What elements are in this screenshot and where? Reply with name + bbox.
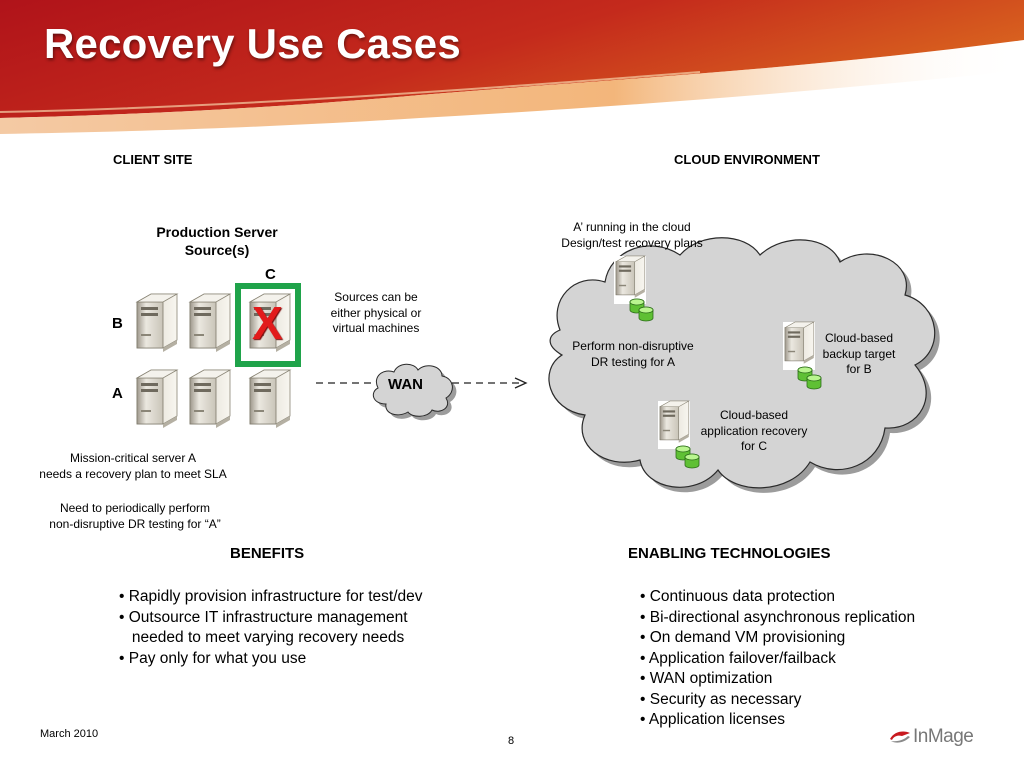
inmage-logo: InMage (888, 724, 984, 750)
mission-critical-note: Mission-critical server A needs a recove… (39, 451, 227, 481)
technology-item: • Continuous data protection (640, 588, 835, 605)
row-label-b: B (112, 315, 123, 332)
technology-item: • Bi-directional asynchronous replicatio… (640, 608, 916, 626)
technology-item: • WAN optimization (640, 670, 773, 687)
benefit-item: • Outsource IT infrastructure management (119, 608, 408, 626)
technology-item: • Security as necessary (640, 690, 802, 708)
enabling-technologies-heading: ENABLING TECHNOLOGIES (628, 545, 831, 562)
server-c-highlight-frame (235, 283, 301, 367)
server-a2-icon (189, 369, 231, 429)
page-title: Recovery Use Cases (44, 20, 461, 67)
client-site-heading: CLIENT SITE (113, 152, 193, 167)
cloud-server-a-prime-icon (614, 255, 653, 321)
row-label-a: A (112, 385, 123, 402)
server-b2-icon (189, 293, 231, 353)
backup-target-note: Cloud-based backup target for B (822, 331, 896, 376)
technology-item: • Application licenses (640, 711, 786, 728)
header-banner (0, 0, 1024, 134)
benefit-item: needed to meet varying recovery needs (119, 629, 405, 646)
server-a1-icon (136, 369, 178, 429)
cloud-server-backup-b-icon (783, 321, 821, 389)
technology-item: • On demand VM provisioning (640, 629, 846, 646)
server-b1-icon (136, 293, 178, 353)
sources-note: Sources can be either physical or virtua… (330, 290, 422, 335)
wan-label: WAN (388, 376, 423, 393)
arrow-head (514, 377, 528, 389)
page-number: 8 (508, 735, 515, 747)
dr-testing-note: Perform non-disruptive DR testing for A (572, 339, 694, 369)
logo-text: InMage (913, 726, 974, 747)
benefits-heading: BENEFITS (230, 545, 305, 562)
application-recovery-note: Cloud-based application recovery for C (700, 408, 808, 453)
footer-date: March 2010 (40, 728, 99, 740)
production-label-line-1: Production Server (156, 224, 278, 240)
benefits-list: • Rapidly provision infrastructure for t… (119, 587, 423, 669)
cloud-server-recovery-c-icon (658, 400, 699, 468)
server-a3-icon (249, 369, 291, 429)
dr-testing-need-note: Need to periodically perform non-disrupt… (49, 501, 221, 531)
benefit-item: • Rapidly provision infrastructure for t… (119, 588, 423, 605)
wan-cloud-shape (372, 363, 453, 417)
technology-item: • Application failover/failback (640, 649, 836, 667)
cloud-environment-heading: CLOUD ENVIRONMENT (674, 152, 820, 167)
enabling-technologies-list: • Continuous data protection • Bi-direct… (640, 587, 915, 731)
production-label-line-2: Source(s) (184, 242, 250, 258)
benefit-item: • Pay only for what you use (119, 649, 307, 667)
logo-swoosh-icon (890, 731, 910, 743)
row-label-c: C (265, 266, 276, 283)
failure-x-mark: X (252, 297, 283, 349)
a-prime-note: A’ running in the cloud Design/test reco… (561, 220, 703, 250)
production-server-label: Production Server Source(s) (128, 223, 306, 259)
